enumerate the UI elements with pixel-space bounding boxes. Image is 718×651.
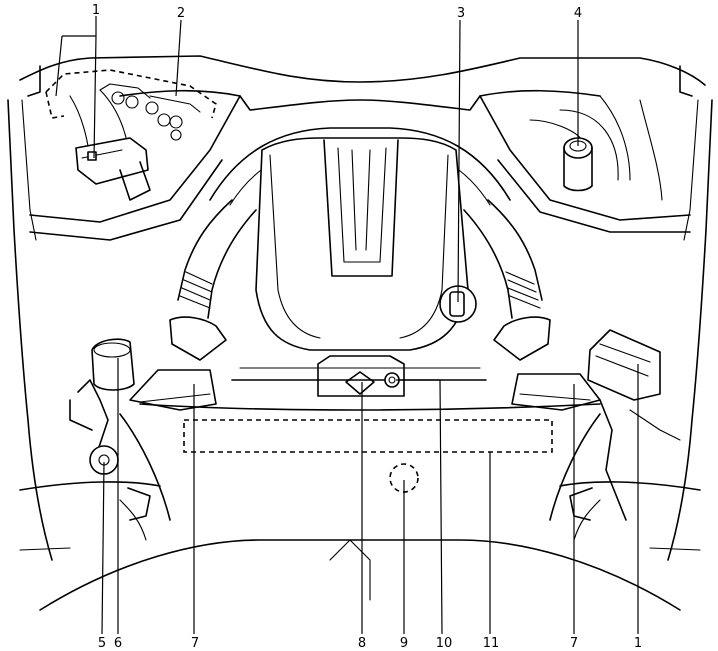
radiator-support: [119, 403, 601, 521]
right-relay-box: [587, 329, 681, 521]
callout-2: 2: [177, 6, 185, 21]
intake-duct-left: [169, 199, 257, 361]
callout-7-left: 7: [191, 636, 199, 651]
callout-labels: 1 2 3 4 5 6 7 8 9 10 11 7 1: [92, 3, 642, 651]
leader-lines: [55, 16, 639, 635]
left-support-bracket: [129, 369, 217, 411]
right-fender-compartment: [479, 95, 691, 233]
front-bumper: [19, 481, 701, 611]
hood-outline: [7, 55, 713, 561]
relay-block: [75, 137, 151, 201]
callout-1-bottom: 1: [634, 636, 642, 651]
callout-3: 3: [457, 6, 465, 21]
intake-duct-right: [463, 199, 551, 361]
callout-7-right: 7: [570, 636, 578, 651]
right-support-bracket: [511, 373, 601, 411]
callout-8: 8: [358, 636, 366, 651]
fuse-relay-box: [45, 69, 217, 141]
callout-6: 6: [114, 636, 122, 651]
coolant-reservoir: [69, 338, 135, 451]
callout-1-top: 1: [92, 3, 100, 18]
callout-11: 11: [483, 636, 500, 651]
engine-cover: [255, 137, 469, 351]
callout-4: 4: [574, 6, 582, 21]
callout-10: 10: [436, 636, 453, 651]
callout-5: 5: [98, 636, 106, 651]
front-engine-area: [231, 355, 487, 397]
callout-9: 9: [400, 636, 408, 651]
